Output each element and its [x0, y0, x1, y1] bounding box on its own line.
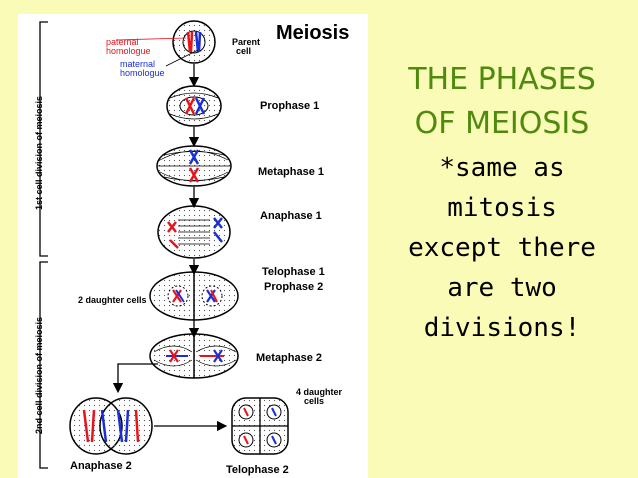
prophase2-label: Prophase 2: [264, 281, 324, 293]
slide-title-line2: OF MEIOSIS: [414, 106, 590, 141]
prophase1-label: Prophase 1: [260, 100, 320, 112]
metaphase1-label: Metaphase 1: [258, 166, 325, 178]
telophase2-label: Telophase 2: [226, 464, 289, 476]
bracket-first-division: [39, 21, 48, 257]
telophase1-label: Telophase 1: [262, 266, 325, 278]
paternal-label-line2: homologue: [106, 46, 151, 56]
second-division-label: 2nd cell division of meiosis: [34, 316, 44, 434]
slide-note-line5: divisions!: [423, 313, 581, 343]
parent-cell: [115, 20, 216, 67]
four-daughter-label-line1: 4 daughter: [296, 387, 343, 397]
metaphase2-label: Metaphase 2: [256, 352, 323, 364]
slide-title: THE PHASES OF MEIOSIS: [372, 58, 632, 146]
maternal-label-line2: homologue: [120, 68, 165, 78]
anaphase1-cell: [157, 205, 231, 259]
anaphase1-label: Anaphase 1: [260, 210, 322, 222]
telophase1-cells: [149, 271, 239, 321]
paternal-label: paternal homologue: [106, 38, 151, 56]
meiosis-diagram: [39, 20, 289, 469]
arrow-6: [112, 363, 158, 394]
parent-cell-label-line1: Parent: [232, 37, 261, 47]
two-daughter-label: 2 daughter cells: [78, 295, 147, 305]
slide-note-line4: are two: [447, 273, 557, 303]
figure-heading: Meiosis: [276, 22, 350, 44]
slide-note-line2: mitosis: [447, 193, 557, 223]
prophase1-cell: [166, 85, 222, 127]
slide-note-line3: except there: [408, 233, 596, 263]
first-division-label: 1st cell division of meiosis: [34, 95, 44, 210]
parent-cell-label: Parent cell: [232, 38, 260, 56]
bracket-second-division: [39, 261, 48, 469]
maternal-label-line1: maternal: [120, 59, 156, 69]
slide-note-line1: *same as: [439, 153, 565, 183]
four-daughter-label-line2: cells: [304, 396, 325, 406]
paternal-label-line1: paternal: [106, 37, 139, 47]
slide-title-line1: THE PHASES: [408, 62, 596, 97]
telophase2-cells: [231, 397, 289, 455]
four-daughter-label: 4 daughter cells: [296, 388, 342, 406]
parent-cell-label-line2: cell: [236, 46, 252, 56]
meiosis-figure: Meiosis Parent cell paternal homologue m…: [18, 14, 368, 478]
anaphase2-label: Anaphase 2: [70, 460, 132, 472]
maternal-label: maternal homologue: [120, 60, 165, 78]
metaphase1-cell: [156, 145, 232, 187]
anaphase2-cells: [69, 397, 153, 455]
slide-note: *same as mitosis except there are two di…: [372, 148, 632, 348]
metaphase2-cells: [149, 333, 239, 379]
